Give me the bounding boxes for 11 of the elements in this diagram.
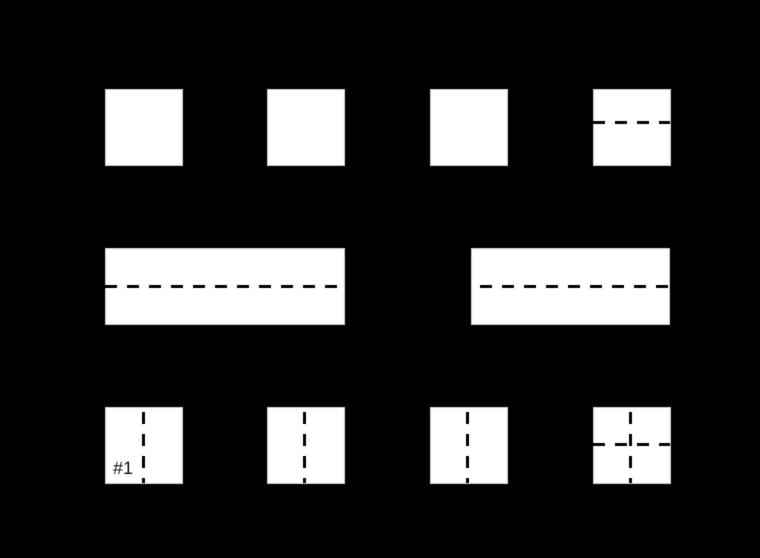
- panel-number: #1: [113, 458, 134, 478]
- square-panel: [267, 407, 345, 484]
- square-panel: [593, 407, 671, 484]
- wide-panel: [471, 248, 670, 325]
- wide-panel: [105, 248, 345, 325]
- square-panel: [430, 407, 508, 484]
- square-panel: [593, 89, 671, 166]
- square-panel: [267, 89, 345, 166]
- square-panel: [105, 407, 183, 484]
- square-panel: [105, 89, 183, 166]
- square-panel: [430, 89, 508, 166]
